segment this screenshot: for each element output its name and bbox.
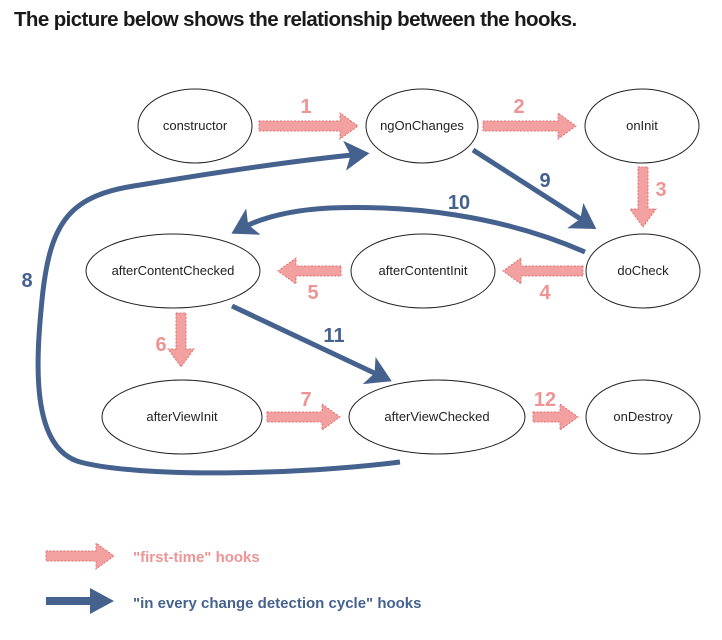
node-constructor: constructor — [137, 88, 253, 164]
node-label: constructor — [163, 118, 228, 133]
edge-label-11: 11 — [323, 325, 344, 347]
every-cycle-arrow-icon — [46, 588, 114, 614]
node-afterContentChecked: afterContentChecked — [85, 233, 261, 309]
edge-label-12: 12 — [534, 389, 556, 411]
node-onDestroy: onDestroy — [585, 379, 701, 455]
edge-label-6: 6 — [155, 334, 166, 356]
node-label: afterContentChecked — [112, 263, 235, 278]
edge-label-10: 10 — [448, 192, 470, 214]
node-label: afterContentInit — [379, 263, 468, 278]
edge-label-7: 7 — [300, 389, 311, 411]
edge-12 — [532, 403, 579, 431]
first-time-arrow-icon — [45, 542, 115, 570]
edge-label-1: 1 — [300, 96, 311, 118]
edge-3 — [629, 166, 657, 228]
node-onInit: onInit — [584, 88, 700, 164]
edge-10 — [231, 205, 586, 255]
node-afterContentInit: afterContentInit — [350, 233, 496, 309]
edge-label-2: 2 — [513, 96, 524, 118]
edge-label-5: 5 — [307, 282, 318, 304]
legend-every-cycle-label: "in every change detection cycle" hooks — [133, 595, 422, 612]
edge-9 — [471, 147, 597, 230]
edge-label-4: 4 — [539, 282, 551, 304]
edge-5 — [277, 257, 342, 285]
node-label: onInit — [626, 118, 658, 133]
node-ngOnChanges: ngOnChanges — [365, 88, 479, 164]
node-label: afterViewInit — [146, 409, 218, 424]
edge-7 — [266, 403, 341, 431]
edge-label-3: 3 — [655, 179, 666, 201]
node-doCheck: doCheck — [585, 233, 701, 309]
edge-6 — [167, 312, 195, 368]
edge-label-8: 8 — [21, 270, 32, 292]
legend: "first-time" hooks "in every change dete… — [45, 542, 422, 614]
edge-4 — [502, 257, 584, 285]
legend-first-time: "first-time" hooks — [45, 542, 260, 570]
edge-label-9: 9 — [539, 170, 550, 192]
edge-11 — [230, 303, 392, 385]
edge-8 — [35, 140, 401, 476]
edge-1 — [258, 112, 359, 140]
page-heading: The picture below shows the relationship… — [14, 8, 577, 31]
node-afterViewChecked: afterViewChecked — [348, 379, 526, 455]
node-label: afterViewChecked — [384, 409, 489, 424]
node-label: onDestroy — [613, 409, 673, 424]
node-label: ngOnChanges — [380, 118, 464, 133]
node-afterViewInit: afterViewInit — [101, 379, 263, 455]
edge-2 — [482, 112, 577, 140]
legend-every-cycle: "in every change detection cycle" hooks — [46, 588, 422, 614]
node-label: doCheck — [617, 263, 669, 278]
legend-first-time-label: "first-time" hooks — [133, 549, 260, 566]
